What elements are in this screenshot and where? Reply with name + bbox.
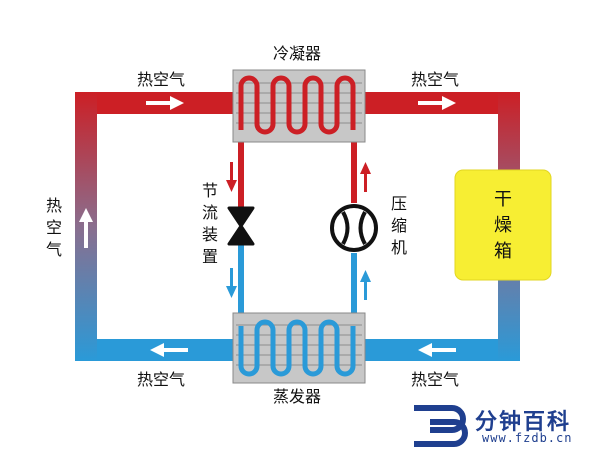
hot-air-label-left: 热空气 <box>45 196 62 259</box>
arrow-top-right-icon <box>418 96 456 110</box>
watermark-name: 分钟百科 <box>475 410 572 435</box>
arrow-throttle-down-red-icon <box>226 162 237 192</box>
dryer-label: 干燥箱 <box>494 189 512 262</box>
arrow-bottom-right-icon <box>418 343 456 357</box>
arrow-throttle-down-blue-icon <box>226 268 237 298</box>
brand-logo-icon <box>414 405 468 447</box>
hot-air-label-top-left: 热空气 <box>137 70 186 89</box>
dryer-box <box>454 169 552 281</box>
condenser-label: 冷凝器 <box>273 44 322 63</box>
compressor-label: 压缩机 <box>390 194 407 257</box>
hot-air-label-bottom-right: 热空气 <box>411 370 460 389</box>
pipe-right-red <box>351 128 357 203</box>
pipe-left-blue <box>238 232 244 327</box>
pipe-left-red <box>238 128 244 208</box>
throttle-label: 节流装置 <box>201 181 218 266</box>
condenser-coil <box>238 75 356 135</box>
hot-air-label-bottom-left: 热空气 <box>137 370 186 389</box>
arrow-compressor-up-blue-icon <box>360 270 371 300</box>
arrow-compressor-up-red-icon <box>360 162 371 192</box>
compressor-icon <box>330 204 378 252</box>
evaporator-label: 蒸发器 <box>273 387 322 406</box>
pipe-right-blue <box>351 253 357 327</box>
throttle-valve-icon <box>227 206 255 246</box>
evaporator-coil <box>238 319 356 377</box>
arrow-bottom-left-icon <box>150 343 188 357</box>
arrow-left-up-icon <box>79 208 93 248</box>
hot-air-label-top-right: 热空气 <box>411 70 460 89</box>
arrow-top-left-icon <box>146 96 184 110</box>
watermark-url: www.fzdb.cn <box>482 431 573 445</box>
